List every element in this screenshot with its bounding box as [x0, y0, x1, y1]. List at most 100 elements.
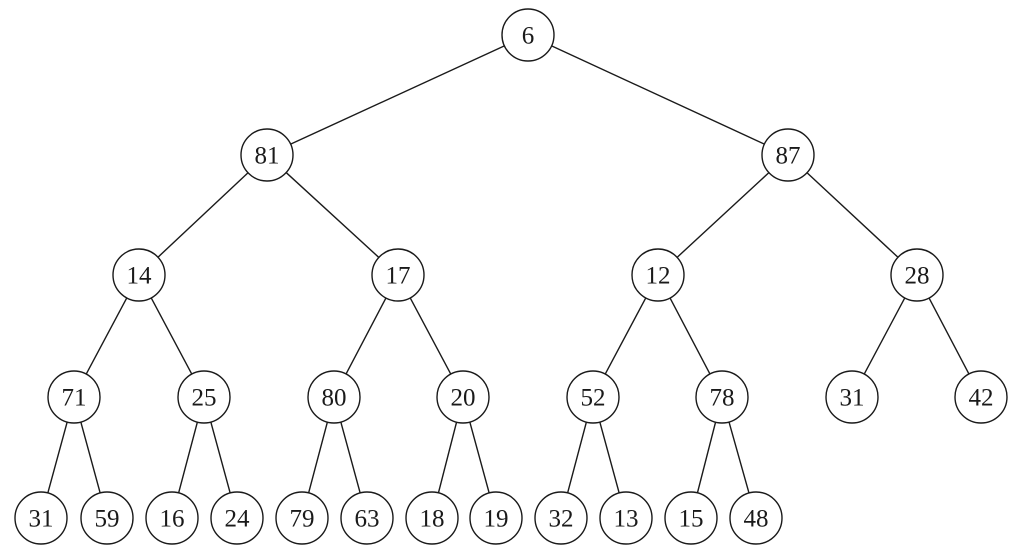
- tree-edge: [728, 421, 750, 494]
- tree-edge: [669, 297, 711, 375]
- tree-node-circle: [275, 491, 329, 545]
- tree-node: 52: [566, 370, 620, 424]
- tree-node-circle: [14, 491, 68, 545]
- tree-edge: [566, 421, 588, 494]
- tree-edge: [177, 421, 199, 494]
- tree-node: 19: [469, 491, 523, 545]
- tree-node: 48: [729, 491, 783, 545]
- tree-node-value: 78: [710, 385, 735, 412]
- tree-node: 81: [240, 128, 294, 182]
- tree-edge: [409, 297, 452, 375]
- tree-node-value: 12: [646, 263, 671, 290]
- tree-node: 71: [47, 370, 101, 424]
- tree-node-value: 15: [679, 506, 704, 533]
- tree-node-value: 17: [386, 263, 411, 290]
- tree-node-circle: [307, 370, 361, 424]
- tree-node-circle: [469, 491, 523, 545]
- tree-node: 28: [890, 248, 944, 302]
- tree-edge: [307, 421, 329, 494]
- tree-node: 20: [436, 370, 490, 424]
- tree-node-circle: [240, 128, 294, 182]
- tree-node-value: 6: [522, 23, 535, 50]
- tree-node-value: 31: [840, 385, 865, 412]
- tree-node-circle: [112, 248, 166, 302]
- tree-node: 25: [177, 370, 231, 424]
- tree-node-value: 25: [192, 385, 217, 412]
- tree-edge: [676, 172, 770, 258]
- tree-node-value: 31: [29, 506, 54, 533]
- tree-edge: [604, 297, 647, 375]
- tree-node-circle: [371, 248, 425, 302]
- tree-node-value: 87: [776, 143, 801, 170]
- tree-node-value: 24: [225, 506, 251, 533]
- tree-edge: [345, 297, 387, 375]
- tree-node: 32: [534, 491, 588, 545]
- tree-node-circle: [954, 370, 1008, 424]
- tree-edge: [85, 297, 128, 375]
- tree-edge: [340, 421, 361, 494]
- tree-node-circle: [825, 370, 879, 424]
- tree-node: 24: [210, 491, 264, 545]
- tree-edge: [469, 421, 490, 494]
- tree-node: 18: [405, 491, 459, 545]
- tree-node-value: 42: [969, 385, 994, 412]
- tree-node-value: 18: [420, 506, 445, 533]
- tree-edge: [928, 297, 970, 375]
- tree-node: 80: [307, 370, 361, 424]
- tree-node-circle: [664, 491, 718, 545]
- tree-node-value: 52: [581, 385, 606, 412]
- tree-node-circle: [47, 370, 101, 424]
- tree-node-circle: [631, 248, 685, 302]
- tree-node-value: 48: [744, 506, 769, 533]
- tree-node: 31: [825, 370, 879, 424]
- tree-node-circle: [210, 491, 264, 545]
- tree-node: 16: [145, 491, 199, 545]
- tree-edge: [150, 297, 193, 375]
- tree-node-circle: [340, 491, 394, 545]
- tree-node-circle: [599, 491, 653, 545]
- tree-node: 6: [501, 8, 555, 62]
- tree-node: 87: [761, 128, 815, 182]
- tree-node-circle: [729, 491, 783, 545]
- tree-node: 63: [340, 491, 394, 545]
- tree-node-circle: [405, 491, 459, 545]
- tree-edge: [285, 172, 380, 258]
- tree-node-circle: [436, 370, 490, 424]
- tree-node-circle: [534, 491, 588, 545]
- tree-node: 12: [631, 248, 685, 302]
- tree-node-value: 19: [484, 506, 509, 533]
- tree-node-value: 32: [549, 506, 574, 533]
- tree-node: 31: [14, 491, 68, 545]
- tree-node-value: 14: [127, 263, 153, 290]
- tree-node-value: 13: [614, 506, 639, 533]
- tree-node-value: 28: [905, 263, 930, 290]
- tree-node: 14: [112, 248, 166, 302]
- tree-edge: [80, 421, 101, 494]
- tree-node-value: 81: [255, 143, 280, 170]
- tree-edge: [210, 421, 231, 494]
- tree-node-value: 71: [62, 385, 87, 412]
- tree-edge: [806, 172, 899, 258]
- tree-node: 78: [695, 370, 749, 424]
- tree-edge: [599, 421, 620, 494]
- tree-node-circle: [695, 370, 749, 424]
- tree-edge: [437, 422, 458, 493]
- tree-node: 79: [275, 491, 329, 545]
- tree-node: 42: [954, 370, 1008, 424]
- tree-node-value: 63: [355, 506, 380, 533]
- tree-node: 13: [599, 491, 653, 545]
- tree-edges: [47, 45, 970, 494]
- tree-node-circle: [566, 370, 620, 424]
- tree-node: 15: [664, 491, 718, 545]
- tree-edge: [290, 45, 505, 145]
- tree-node-circle: [177, 370, 231, 424]
- tree-edge: [157, 172, 249, 258]
- tree-node-circle: [890, 248, 944, 302]
- tree-node-value: 16: [160, 506, 185, 533]
- tree-edge: [47, 421, 68, 494]
- tree-node-value: 79: [290, 506, 315, 533]
- tree-node-circle: [80, 491, 134, 545]
- tree-node-circle: [761, 128, 815, 182]
